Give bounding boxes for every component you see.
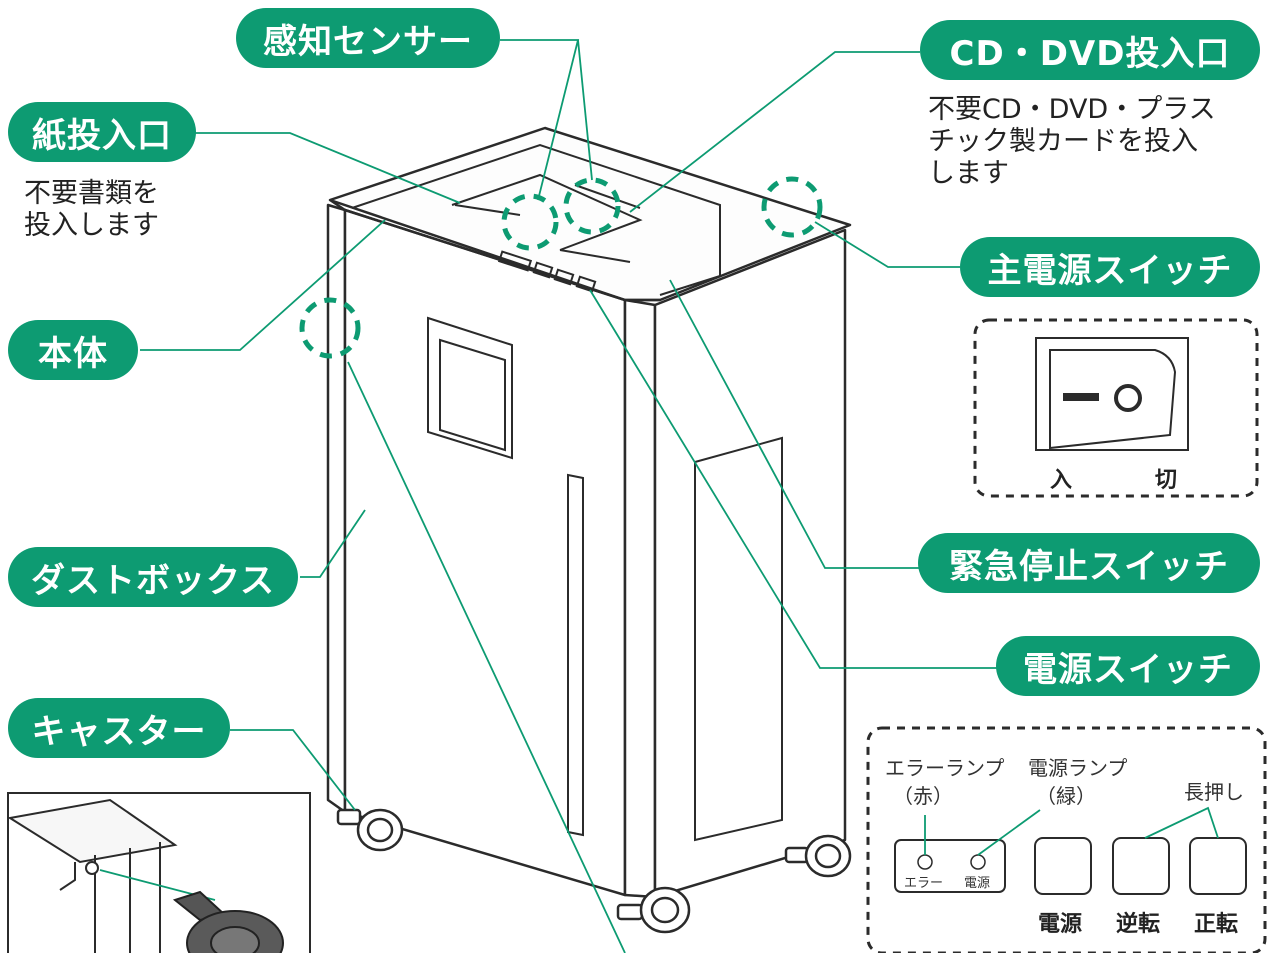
lamp-power-text: 電源 (964, 876, 991, 891)
switch-off-label: 切 (1155, 468, 1178, 493)
label-body: 本体 (8, 320, 138, 380)
leader-lines (140, 39, 1000, 953)
lid-details (351, 143, 721, 296)
label-sensor: 感知センサー (236, 8, 500, 68)
cd-desc-line-1: 不要CD・DVD・プラス (928, 94, 1216, 125)
lamp-error-text: エラー (904, 876, 944, 891)
switch-on-label: 入 (1050, 468, 1073, 493)
front-window (427, 316, 783, 842)
caster-inset (7, 792, 311, 953)
label-caster: キャスター (8, 698, 230, 758)
label-paper-slot: 紙投入口 (8, 102, 196, 162)
highlight-circles (299, 176, 823, 359)
paper-slot-description: 不要書類を 投入します (24, 178, 159, 242)
label-dust-box: ダストボックス (8, 547, 298, 607)
cd-desc-line-2: チック製カードを投入 (928, 126, 1198, 157)
button-forward-label: 正転 (1194, 912, 1239, 937)
casters (336, 808, 852, 934)
main-switch-inset (973, 318, 1259, 498)
button-reverse-label: 逆転 (1116, 912, 1161, 937)
shredder-body (326, 126, 852, 899)
label-power-switch: 電源スイッチ (996, 636, 1260, 696)
power-lamp-label: 電源ランプ (1028, 756, 1128, 780)
control-panel-inset (866, 726, 1267, 953)
power-lamp-color: （緑） (1036, 784, 1096, 808)
label-main-switch: 主電源スイッチ (960, 237, 1260, 297)
cd-desc-line-3: します (928, 158, 1009, 189)
label-cd-slot: CD・DVD投入口 (920, 20, 1260, 80)
button-power-label: 電源 (1038, 912, 1083, 937)
error-lamp-color: （赤） (893, 784, 953, 808)
error-lamp-label: エラーランプ (885, 756, 1005, 780)
paper-desc-line-2: 投入します (24, 210, 159, 241)
long-press-label: 長押し (1184, 780, 1244, 804)
label-emergency-switch: 緊急停止スイッチ (918, 533, 1260, 593)
cd-slot-description: 不要CD・DVD・プラス チック製カードを投入 します (928, 94, 1216, 190)
paper-desc-line-1: 不要書類を (24, 178, 159, 209)
